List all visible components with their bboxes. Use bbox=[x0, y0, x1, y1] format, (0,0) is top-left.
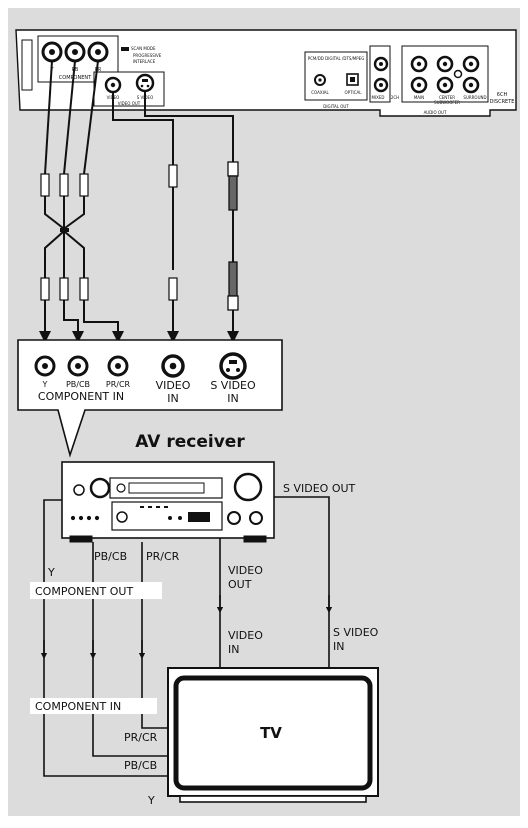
scan-mode-label: SCAN MODE bbox=[131, 46, 156, 51]
tv-pr-label: PR/CR bbox=[124, 731, 158, 744]
coaxial-jack bbox=[314, 74, 326, 86]
component-cable bbox=[39, 60, 124, 343]
video-plugs bbox=[168, 164, 178, 301]
y-left-label: Y bbox=[47, 566, 55, 579]
video-cable bbox=[112, 92, 179, 343]
tv-label: TV bbox=[260, 724, 282, 742]
optical-jack bbox=[346, 73, 359, 86]
video-out-jack bbox=[104, 76, 122, 94]
progressive-label: PROGRESSIVE bbox=[133, 53, 162, 58]
center-label: CENTER bbox=[439, 95, 455, 100]
input-label-pb: PB/CB bbox=[66, 380, 90, 389]
2ch-label: 2CH bbox=[391, 95, 399, 100]
video-in-label-1: VIDEO bbox=[156, 379, 191, 392]
input-label-y: Y bbox=[42, 380, 48, 389]
component-jack-pr bbox=[87, 41, 109, 63]
component-in-label: COMPONENT IN bbox=[38, 390, 124, 403]
receiver-title: AV receiver bbox=[135, 432, 245, 452]
pb-top-label: PB/CB bbox=[94, 550, 127, 563]
svideo-in-label-2: IN bbox=[227, 392, 238, 405]
input-jack-svideo bbox=[219, 352, 247, 380]
scan-mode-switch bbox=[121, 47, 129, 51]
input-jack-video bbox=[161, 354, 185, 378]
tv-screen bbox=[173, 675, 373, 791]
input-jack-pr bbox=[107, 355, 129, 377]
svideo-in-label-1: S VIDEO bbox=[210, 379, 256, 392]
optical-label: OPTICAL bbox=[345, 90, 363, 95]
digital-format-label: PCM/DD DIGITAL /DTS/MPEG bbox=[308, 56, 365, 61]
subwoofer-label: SUBWOOFER bbox=[434, 100, 460, 105]
input-jack-y bbox=[34, 355, 56, 377]
component-jack-pb bbox=[64, 41, 86, 63]
video-out-label-1: VIDEO bbox=[228, 564, 263, 577]
tv-svideo-in-label-1: S VIDEO bbox=[333, 626, 379, 639]
discrete-label-1: 6CH bbox=[497, 92, 508, 98]
surround-label: SURROUND bbox=[463, 95, 486, 100]
interlace-label: INTERLACE bbox=[133, 59, 156, 64]
tv-component-in-label: COMPONENT IN bbox=[35, 700, 121, 713]
video-in-label-2: IN bbox=[167, 392, 178, 405]
tv-component-in-label-bg bbox=[30, 698, 157, 714]
input-jack-pb bbox=[67, 355, 89, 377]
six-channel-block bbox=[401, 45, 489, 103]
audio-out-mixed bbox=[373, 56, 389, 93]
tv-stand bbox=[179, 795, 367, 803]
component-out-label: COMPONENT OUT bbox=[35, 585, 133, 598]
receiver-input-panel: Y PB/CB PR/CR COMPONENT IN VIDEO IN S VI… bbox=[17, 339, 283, 458]
coaxial-label: COAXIAL bbox=[311, 90, 329, 95]
tv-video-in-label-1: VIDEO bbox=[228, 629, 263, 642]
mixed-label: MIXED bbox=[372, 95, 385, 100]
jack-label-pr: PR bbox=[95, 67, 102, 73]
svideo-plugs bbox=[227, 161, 239, 311]
six-channel-jacks bbox=[410, 55, 480, 94]
component-jack-y bbox=[41, 41, 63, 63]
svideo-cable bbox=[144, 92, 239, 343]
av-receiver bbox=[61, 461, 275, 543]
main-label: MAIN bbox=[414, 95, 424, 100]
receiver-to-tv-wires bbox=[40, 496, 333, 777]
tv-video-in-label-2: IN bbox=[228, 643, 239, 656]
audio-out-label: AUDIO OUT bbox=[424, 110, 447, 115]
input-label-pr: PR/CR bbox=[106, 380, 131, 389]
digital-out-label: DIGITAL OUT bbox=[323, 104, 349, 109]
video-out-label-2: OUT bbox=[228, 578, 252, 591]
tv-svideo-in-label-2: IN bbox=[333, 640, 344, 653]
receiver-knob-left bbox=[89, 477, 111, 499]
video-out-label: VIDEO OUT bbox=[118, 101, 141, 106]
component-out-label-bg bbox=[30, 582, 162, 599]
receiver-volume-knob bbox=[233, 472, 263, 502]
tv-pb-label: PB/CB bbox=[124, 759, 157, 772]
pr-top-label: PR/CR bbox=[146, 550, 180, 563]
component-label: COMPONENT bbox=[59, 75, 92, 81]
svideo-out-label: S VIDEO OUT bbox=[283, 482, 356, 495]
receiver-body bbox=[61, 461, 275, 539]
player-back-panel: Y PB PR COMPONENT SCAN MODE PROGRESSIVE … bbox=[15, 29, 517, 117]
discrete-label-2: DISCRETE bbox=[490, 99, 515, 105]
tv-y-label: Y bbox=[147, 794, 155, 807]
svideo-out-jack bbox=[135, 73, 155, 93]
jack-label-pb: PB bbox=[72, 67, 79, 73]
component-plugs bbox=[40, 173, 89, 301]
tv bbox=[167, 667, 379, 803]
